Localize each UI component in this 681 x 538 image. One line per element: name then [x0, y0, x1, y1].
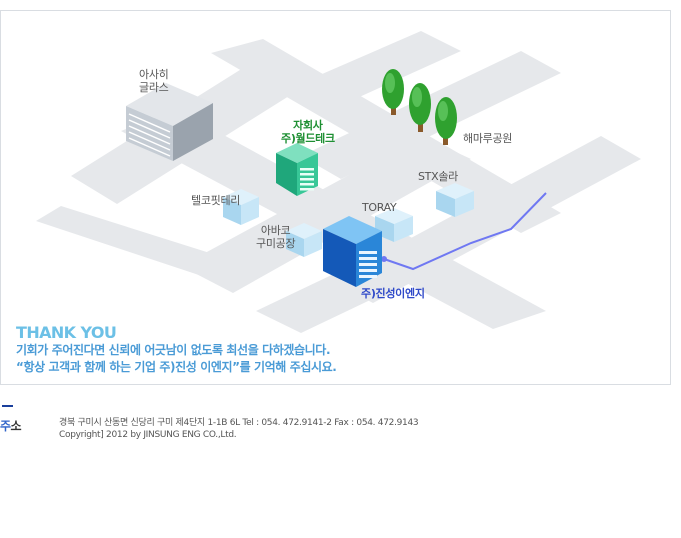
asahi-glass-building [126, 83, 213, 161]
location-map: 아사히 글라스 자회사 주)월드테크 해마루공원 STX솔라 TORAY 텔코핏… [0, 10, 671, 385]
worldtech-label: 자회사 주)월드테크 [281, 119, 335, 145]
asahi-glass-label: 아사히 글라스 [139, 68, 169, 94]
stx-building [436, 183, 474, 217]
road [36, 206, 251, 283]
worldtech-building [276, 143, 318, 196]
route-path [381, 192, 547, 271]
abaco-label: 아바코 구미공장 [256, 224, 296, 250]
road [301, 51, 561, 179]
abaco-building [286, 223, 322, 257]
address-text: 경북 구미시 산동면 신당리 구미 제4단지 1-1B 6L Tel : 054… [59, 418, 419, 428]
footer: 주소 경북 구미시 산동면 신당리 구미 제4단지 1-1B 6L Tel : … [0, 405, 681, 455]
thank-you-title: THANK YOU [16, 323, 117, 342]
haemaru-park-label: 해마루공원 [463, 132, 513, 145]
road-network [36, 31, 641, 333]
map-illustration [36, 31, 641, 333]
jinsung-building [323, 216, 382, 287]
tree-icon [382, 69, 404, 115]
address-label-rest: 소 [10, 419, 22, 433]
toray-building [375, 208, 413, 242]
thank-you-line-2: “항상 고객과 함께 하는 기업 주)진성 이엔지”를 기억해 주십시요. [16, 360, 337, 374]
road [306, 31, 461, 103]
telcob-label: 텔코핏테리 [191, 194, 241, 207]
road [181, 136, 471, 293]
thank-you-message: THANK YOU 기회가 주어진다면 신뢰에 어긋남이 없도록 최선을 다하겠… [16, 323, 436, 376]
footer-info: 경북 구미시 산동면 신당리 구미 제4단지 1-1B 6L Tel : 054… [59, 417, 419, 441]
tree-icon [409, 83, 431, 132]
toray-label: TORAY [362, 201, 397, 214]
footer-mark [2, 405, 13, 407]
tree-icon [435, 97, 457, 145]
jinsung-label: 주)진성이엔지 [361, 287, 425, 300]
address-label-first: 주 [0, 419, 11, 433]
copyright-text: Copyright] 2012 by JINSUNG ENG CO.,Ltd. [59, 430, 237, 440]
telcob-building [223, 189, 259, 225]
stx-solar-label: STX솔라 [418, 170, 458, 183]
road [331, 136, 641, 303]
park-trees [382, 69, 457, 145]
route-start-dot [381, 256, 387, 262]
address-label: 주소 [0, 417, 22, 434]
thank-you-line-1: 기회가 주어진다면 신뢰에 어긋남이 없도록 최선을 다하겠습니다. [16, 343, 331, 357]
